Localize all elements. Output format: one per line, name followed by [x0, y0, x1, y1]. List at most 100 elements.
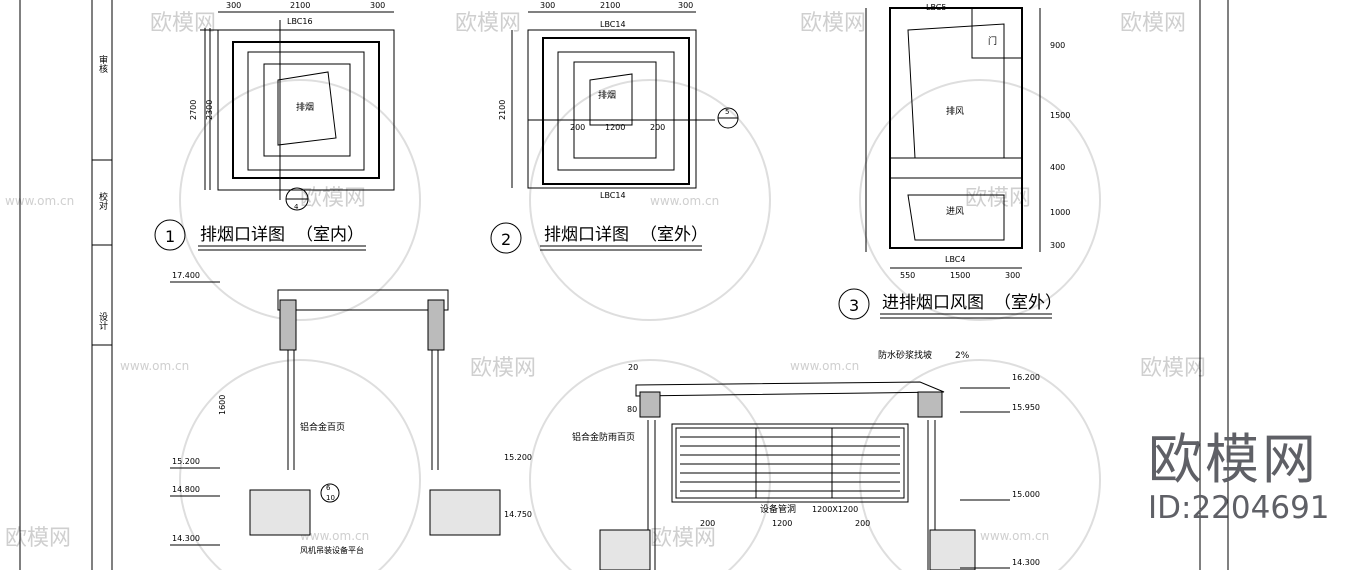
- brand-id: ID:2204691: [1148, 490, 1330, 526]
- dim-text: 300: [1050, 241, 1065, 250]
- detail-qualifier: （室外）: [640, 225, 708, 245]
- dim-text: 2100: [498, 100, 507, 120]
- elevation-text: 14.300: [1012, 558, 1040, 567]
- dim-text: 200: [855, 519, 870, 528]
- dim-text: 900: [1050, 41, 1065, 50]
- watermark-logo: 欧模网: [800, 11, 866, 36]
- section-label: 风机吊装设备平台: [300, 545, 364, 555]
- elevation-text: 16.200: [1012, 373, 1040, 382]
- watermark-url: www.om.cn: [650, 194, 719, 208]
- dim-text: 300: [226, 1, 241, 10]
- right-section-labels: 防水砂浆找坡 2% 铝合金防雨百页 设备管洞 1200X1200 200 120…: [572, 349, 1040, 567]
- watermark-url: www.om.cn: [120, 359, 189, 373]
- dim-text: 300: [370, 1, 385, 10]
- elevation-text: 14.300: [172, 534, 200, 543]
- room-label: 排烟: [296, 101, 314, 113]
- dim-text: 200: [570, 123, 585, 132]
- detail-3-labels: LBC5 排风 进风 门 LBC4 550 1500 300 900 1500 …: [900, 3, 1070, 280]
- detail-title: 排烟口详图: [200, 225, 285, 245]
- dim-text: 1500: [950, 271, 970, 280]
- door-label: 门: [988, 35, 997, 47]
- left-section-labels: 17.400 15.200 14.800 14.300 15.200 14.75…: [172, 271, 532, 555]
- title-block-check: 校对: [97, 192, 107, 210]
- watermark-circles: [179, 79, 1101, 570]
- watermark-row-top: 欧模网 欧模网 欧模网 欧模网: [150, 11, 1186, 36]
- tag-text: LBC14: [600, 20, 626, 29]
- watermark-url: www.om.cn: [790, 359, 859, 373]
- detail-qualifier: （室内）: [296, 225, 364, 245]
- watermark-url: www.om.cn: [300, 529, 369, 543]
- detail-ref: 10: [326, 494, 335, 502]
- watermark-url: www.om.cn: [5, 194, 74, 208]
- room-label: 排烟: [598, 89, 616, 101]
- dim-text: 550: [900, 271, 915, 280]
- dim-text: 1000: [1050, 208, 1070, 217]
- tag-text: LBC16: [287, 17, 313, 26]
- tag-text: LBC14: [600, 191, 626, 200]
- dim-text: 80: [627, 405, 637, 414]
- section-mark: 5: [725, 108, 729, 116]
- right-section: [599, 381, 1010, 570]
- room-label: 排风: [946, 105, 964, 117]
- watermark-row-bottom: 欧模网 www.om.cn 欧模网 www.om.cn: [5, 526, 1049, 551]
- detail-2-labels: 300 2100 300 LBC14 LBC14 排烟 200 1200 200…: [498, 1, 729, 200]
- elevation-text: 15.000: [1012, 490, 1040, 499]
- brand-overlay: 欧模网 ID:2204691: [1148, 430, 1330, 527]
- elevation-text: 15.200: [172, 457, 200, 466]
- equipment-label: 设备管洞: [760, 503, 796, 515]
- dim-text: 200: [700, 519, 715, 528]
- elevation-text: 15.200: [504, 453, 532, 462]
- section-label: 铝合金百页: [300, 421, 345, 433]
- watermark-row-mid: www.om.cn 欧模网 www.om.cn 欧模网: [5, 186, 1031, 211]
- dim-text: 20: [628, 363, 638, 372]
- elevation-text: 14.750: [504, 510, 532, 519]
- detail-1-labels: 300 2100 300 LBC16 排烟 4 2700 2300: [189, 1, 385, 211]
- equipment-size: 1200X1200: [812, 505, 858, 514]
- detail-title: 排烟口详图: [544, 225, 629, 245]
- watermark-logo: 欧模网: [470, 356, 536, 381]
- detail-title: 进排烟口风图: [882, 293, 984, 313]
- elevation-text: 14.800: [172, 485, 200, 494]
- dim-text: 300: [540, 1, 555, 10]
- watermark-url: www.om.cn: [980, 529, 1049, 543]
- detail-number: 1: [165, 227, 175, 246]
- detail-1-plan: [200, 11, 395, 211]
- elevation-text: 17.400: [172, 271, 200, 280]
- watermark-logo: 欧模网: [650, 526, 716, 551]
- top-note: 防水砂浆找坡: [878, 349, 932, 361]
- watermark-logo: 欧模网: [1120, 11, 1186, 36]
- watermark-logo: 欧模网: [150, 11, 216, 36]
- tag-text: LBC4: [945, 255, 965, 264]
- detail-qualifier: （室外）: [994, 293, 1062, 313]
- detail-2-title: 2 排烟口详图 （室外）: [490, 222, 708, 254]
- room-label: 进风: [946, 206, 964, 217]
- detail-3-plan: [865, 7, 1041, 269]
- side-label: 铝合金防雨百页: [572, 431, 635, 443]
- dim-text: 1600: [218, 395, 227, 415]
- left-section: [170, 281, 501, 546]
- section-mark: 4: [294, 203, 299, 211]
- watermark-row-low: www.om.cn 欧模网 www.om.cn 欧模网: [120, 356, 1206, 381]
- detail-1-title: 1 排烟口详图 （室内）: [154, 219, 366, 251]
- dim-text: 2700: [189, 100, 198, 120]
- dim-text: 300: [678, 1, 693, 10]
- detail-ref: 6: [326, 484, 331, 492]
- dim-text: 400: [1050, 163, 1065, 172]
- tag-text: LBC5: [926, 3, 946, 12]
- dim-text: 2100: [600, 1, 620, 10]
- detail-number: 3: [849, 296, 859, 315]
- dim-text: 2100: [290, 1, 310, 10]
- sheet-frame: [19, 0, 1229, 570]
- dim-text: 300: [1005, 271, 1020, 280]
- dim-text: 200: [650, 123, 665, 132]
- dim-text: 1500: [1050, 111, 1070, 120]
- elevation-text: 15.950: [1012, 403, 1040, 412]
- title-block-design: 设计: [97, 312, 107, 330]
- slope-text: 2%: [955, 351, 970, 361]
- detail-number: 2: [501, 230, 511, 249]
- watermark-logo: 欧模网: [1140, 356, 1206, 381]
- right-section-louvers: [680, 428, 900, 498]
- detail-3-title: 3 进排烟口风图 （室外）: [838, 288, 1062, 320]
- watermark-logo: 欧模网: [5, 526, 71, 551]
